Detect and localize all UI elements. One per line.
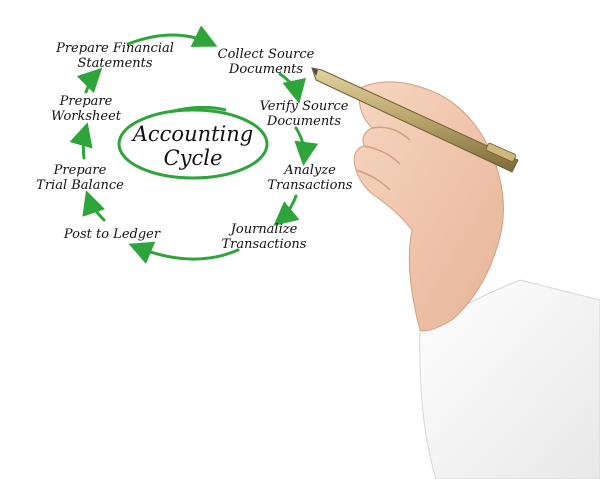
step-analyze-transactions: Analyze Transactions <box>250 163 370 193</box>
step-label-line1: Verify Source <box>259 99 349 114</box>
cycle-arrows <box>69 25 319 264</box>
arrow-collect-to-verify <box>278 72 306 104</box>
step-label-line1: Post to Ledger <box>63 227 161 242</box>
step-label-line1: Journalize <box>230 222 298 237</box>
step-label-line2: Documents <box>228 62 304 77</box>
arrow-analyze-to-journalize <box>273 194 300 226</box>
step-label-line1: Prepare <box>59 94 113 109</box>
step-label-line2: Statements <box>77 56 153 71</box>
step-verify-source-documents: Verify Source Documents <box>244 99 364 129</box>
cycle-title-line2: Cycle <box>163 146 223 170</box>
step-collect-source-documents: Collect Source Documents <box>206 47 326 77</box>
step-label-line1: Prepare Financial <box>56 41 174 56</box>
step-label-line2: Documents <box>266 114 342 129</box>
step-label-line2: Worksheet <box>50 109 122 124</box>
step-label-line1: Collect Source <box>217 47 315 62</box>
arrow-statements-to-collect <box>126 25 218 47</box>
step-label-line2: Transactions <box>221 237 307 252</box>
step-prepare-financial-statements: Prepare Financial Statements <box>40 41 190 71</box>
step-label-line2: Transactions <box>267 178 353 193</box>
cycle-title: Accounting Cycle <box>123 122 263 170</box>
arrow-ledger-to-trial <box>82 190 106 222</box>
arrow-trial-to-worksheet <box>69 122 93 160</box>
arrow-verify-to-analyze <box>294 126 319 166</box>
step-label-line2: Trial Balance <box>36 178 124 193</box>
pen <box>311 67 519 173</box>
arrow-journalize-to-ledger <box>128 241 240 264</box>
step-post-to-ledger: Post to Ledger <box>52 227 172 242</box>
cycle-title-line1: Accounting <box>132 122 254 146</box>
step-journalize-transactions: Journalize Transactions <box>204 222 324 252</box>
step-label-line1: Analyze <box>284 163 336 178</box>
step-prepare-trial-balance: Prepare Trial Balance <box>20 163 140 193</box>
step-label-line1: Prepare <box>53 163 107 178</box>
center-oval <box>117 105 269 180</box>
arrow-worksheet-to-statements <box>76 67 103 94</box>
step-prepare-worksheet: Prepare Worksheet <box>26 94 146 124</box>
